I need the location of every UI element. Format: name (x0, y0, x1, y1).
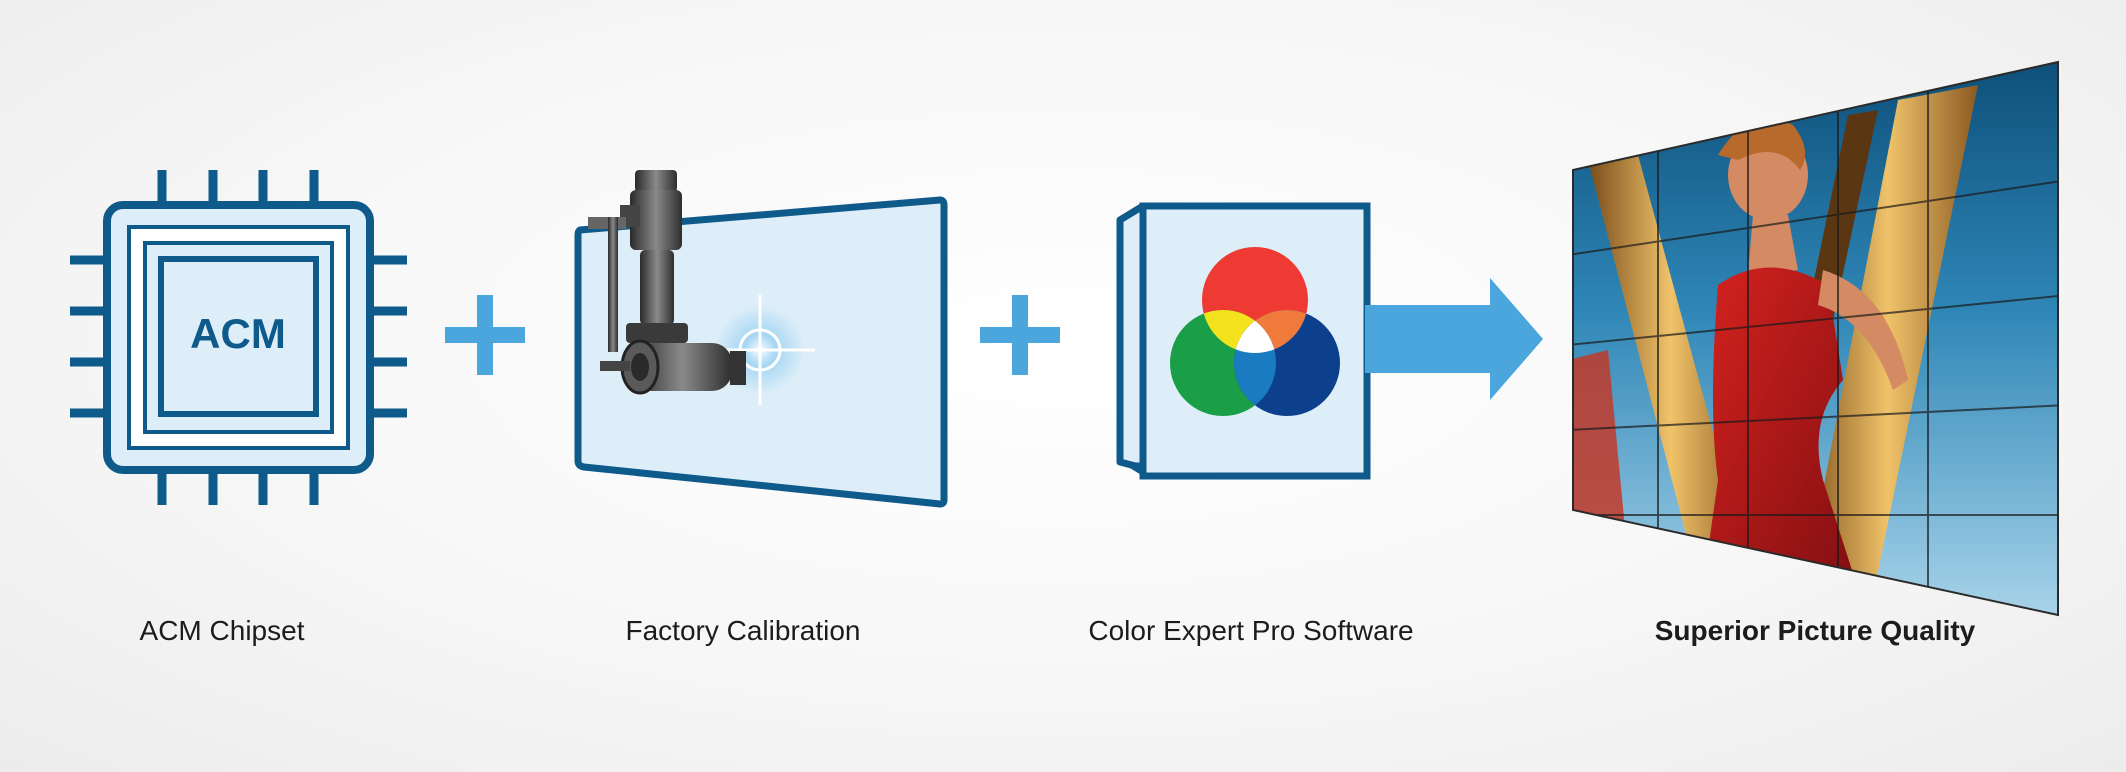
caption-factory-calibration: Factory Calibration (625, 615, 861, 646)
plus-operator-1 (445, 295, 525, 380)
arrow-operator (1365, 278, 1545, 405)
arrow-right-icon (1365, 278, 1543, 400)
color-expert-stage (1115, 200, 1375, 485)
chip-label: ACM (190, 310, 286, 357)
rgb-color-wheel-icon (1116, 202, 1371, 480)
calibration-robot-icon (574, 170, 948, 508)
plus-icon (445, 295, 525, 375)
chip-icon: ACM (70, 170, 407, 505)
caption-superior-picture-quality: Superior Picture Quality (1654, 615, 1976, 646)
factory-calibration-stage (570, 165, 955, 510)
video-wall-image (1572, 60, 2059, 617)
plus-operator-2 (980, 295, 1060, 380)
video-wall-stage (1568, 60, 2068, 620)
caption-color-expert-pro: Color Expert Pro Software (1088, 615, 1414, 646)
plus-icon (980, 295, 1060, 375)
acm-chip-stage: ACM (65, 165, 415, 510)
caption-acm-chipset: ACM Chipset (139, 615, 305, 646)
